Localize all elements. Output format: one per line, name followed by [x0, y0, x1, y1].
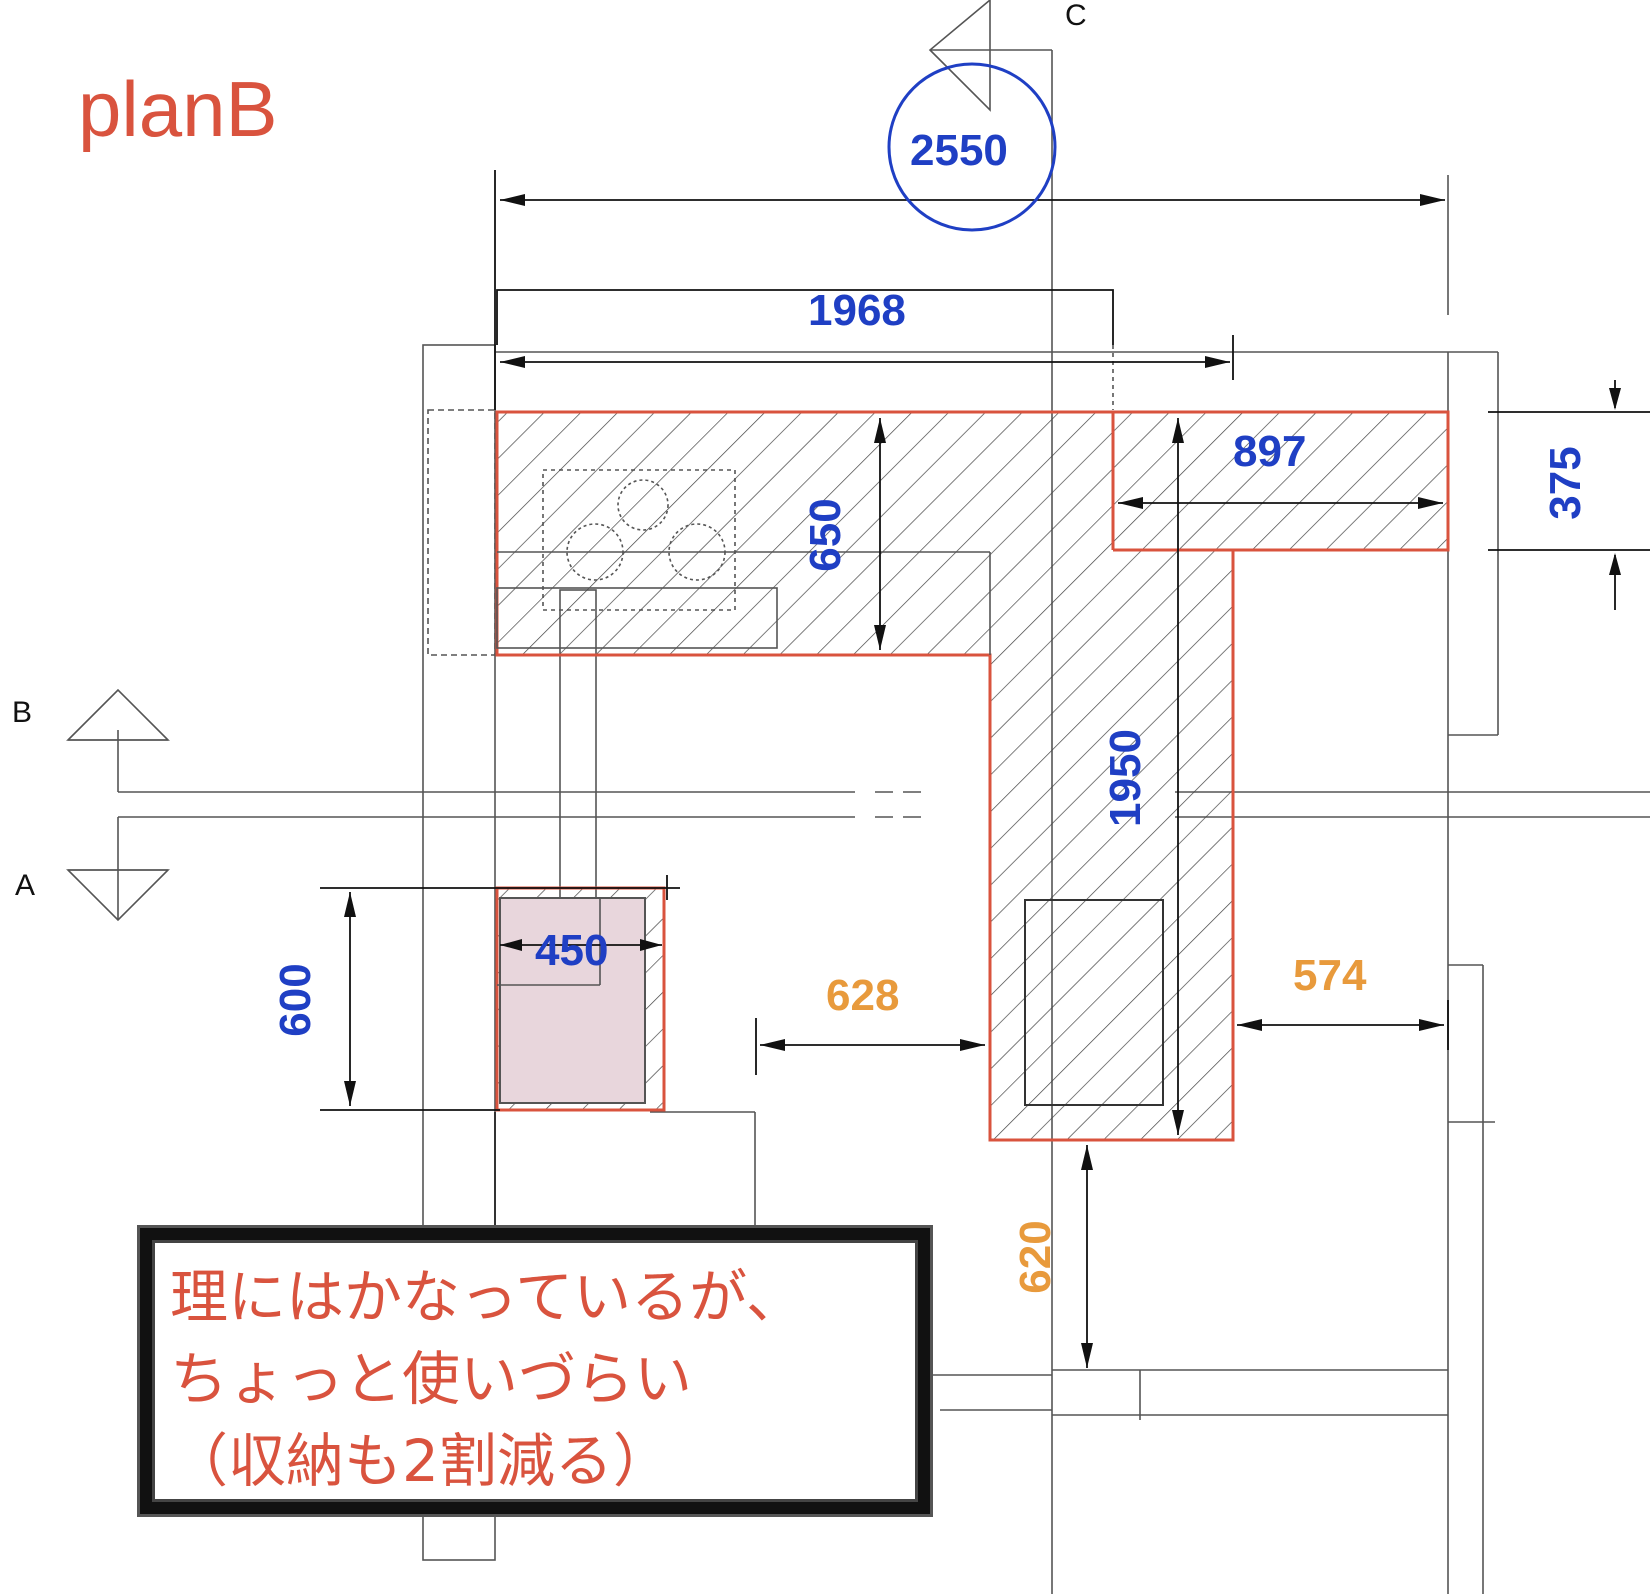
stove-burner-icon	[566, 523, 624, 581]
stove-burner-icon	[668, 523, 726, 581]
plan-title: planB	[78, 65, 278, 153]
section-lines	[66, 0, 1650, 922]
section-label-c: C	[1065, 0, 1087, 32]
dim-1968: 1968	[808, 286, 906, 335]
dim-1950: 1950	[1101, 729, 1150, 827]
section-label-b: B	[12, 696, 32, 729]
dim-2550: 2550	[910, 126, 1008, 175]
l-counter	[495, 410, 1450, 1142]
comment-box: 理にはかなっているが、 ちょっと使いづらい （収納も2割減る）	[140, 1228, 930, 1514]
dim-574: 574	[1293, 951, 1367, 1000]
comment-line: ちょっと使いづらい	[170, 1345, 693, 1413]
sink	[1024, 899, 1164, 1106]
dim-600: 600	[271, 963, 320, 1036]
small-unit	[495, 886, 666, 1112]
dim-620: 620	[1011, 1220, 1060, 1293]
stove-burner-icon	[617, 479, 669, 531]
highlight-circle	[887, 62, 1057, 232]
dimension-lines	[320, 170, 1650, 1368]
dim-628: 628	[826, 971, 899, 1020]
comment-line: （収納も2割減る）	[170, 1427, 671, 1495]
section-label-a: A	[15, 869, 35, 902]
comment-line: 理にはかなっているが、	[170, 1263, 804, 1331]
dim-897: 897	[1233, 427, 1306, 476]
dim-450: 450	[535, 926, 608, 975]
dim-375: 375	[1541, 446, 1590, 519]
section-c-arrow-icon	[928, 0, 991, 112]
dim-650: 650	[801, 498, 850, 571]
